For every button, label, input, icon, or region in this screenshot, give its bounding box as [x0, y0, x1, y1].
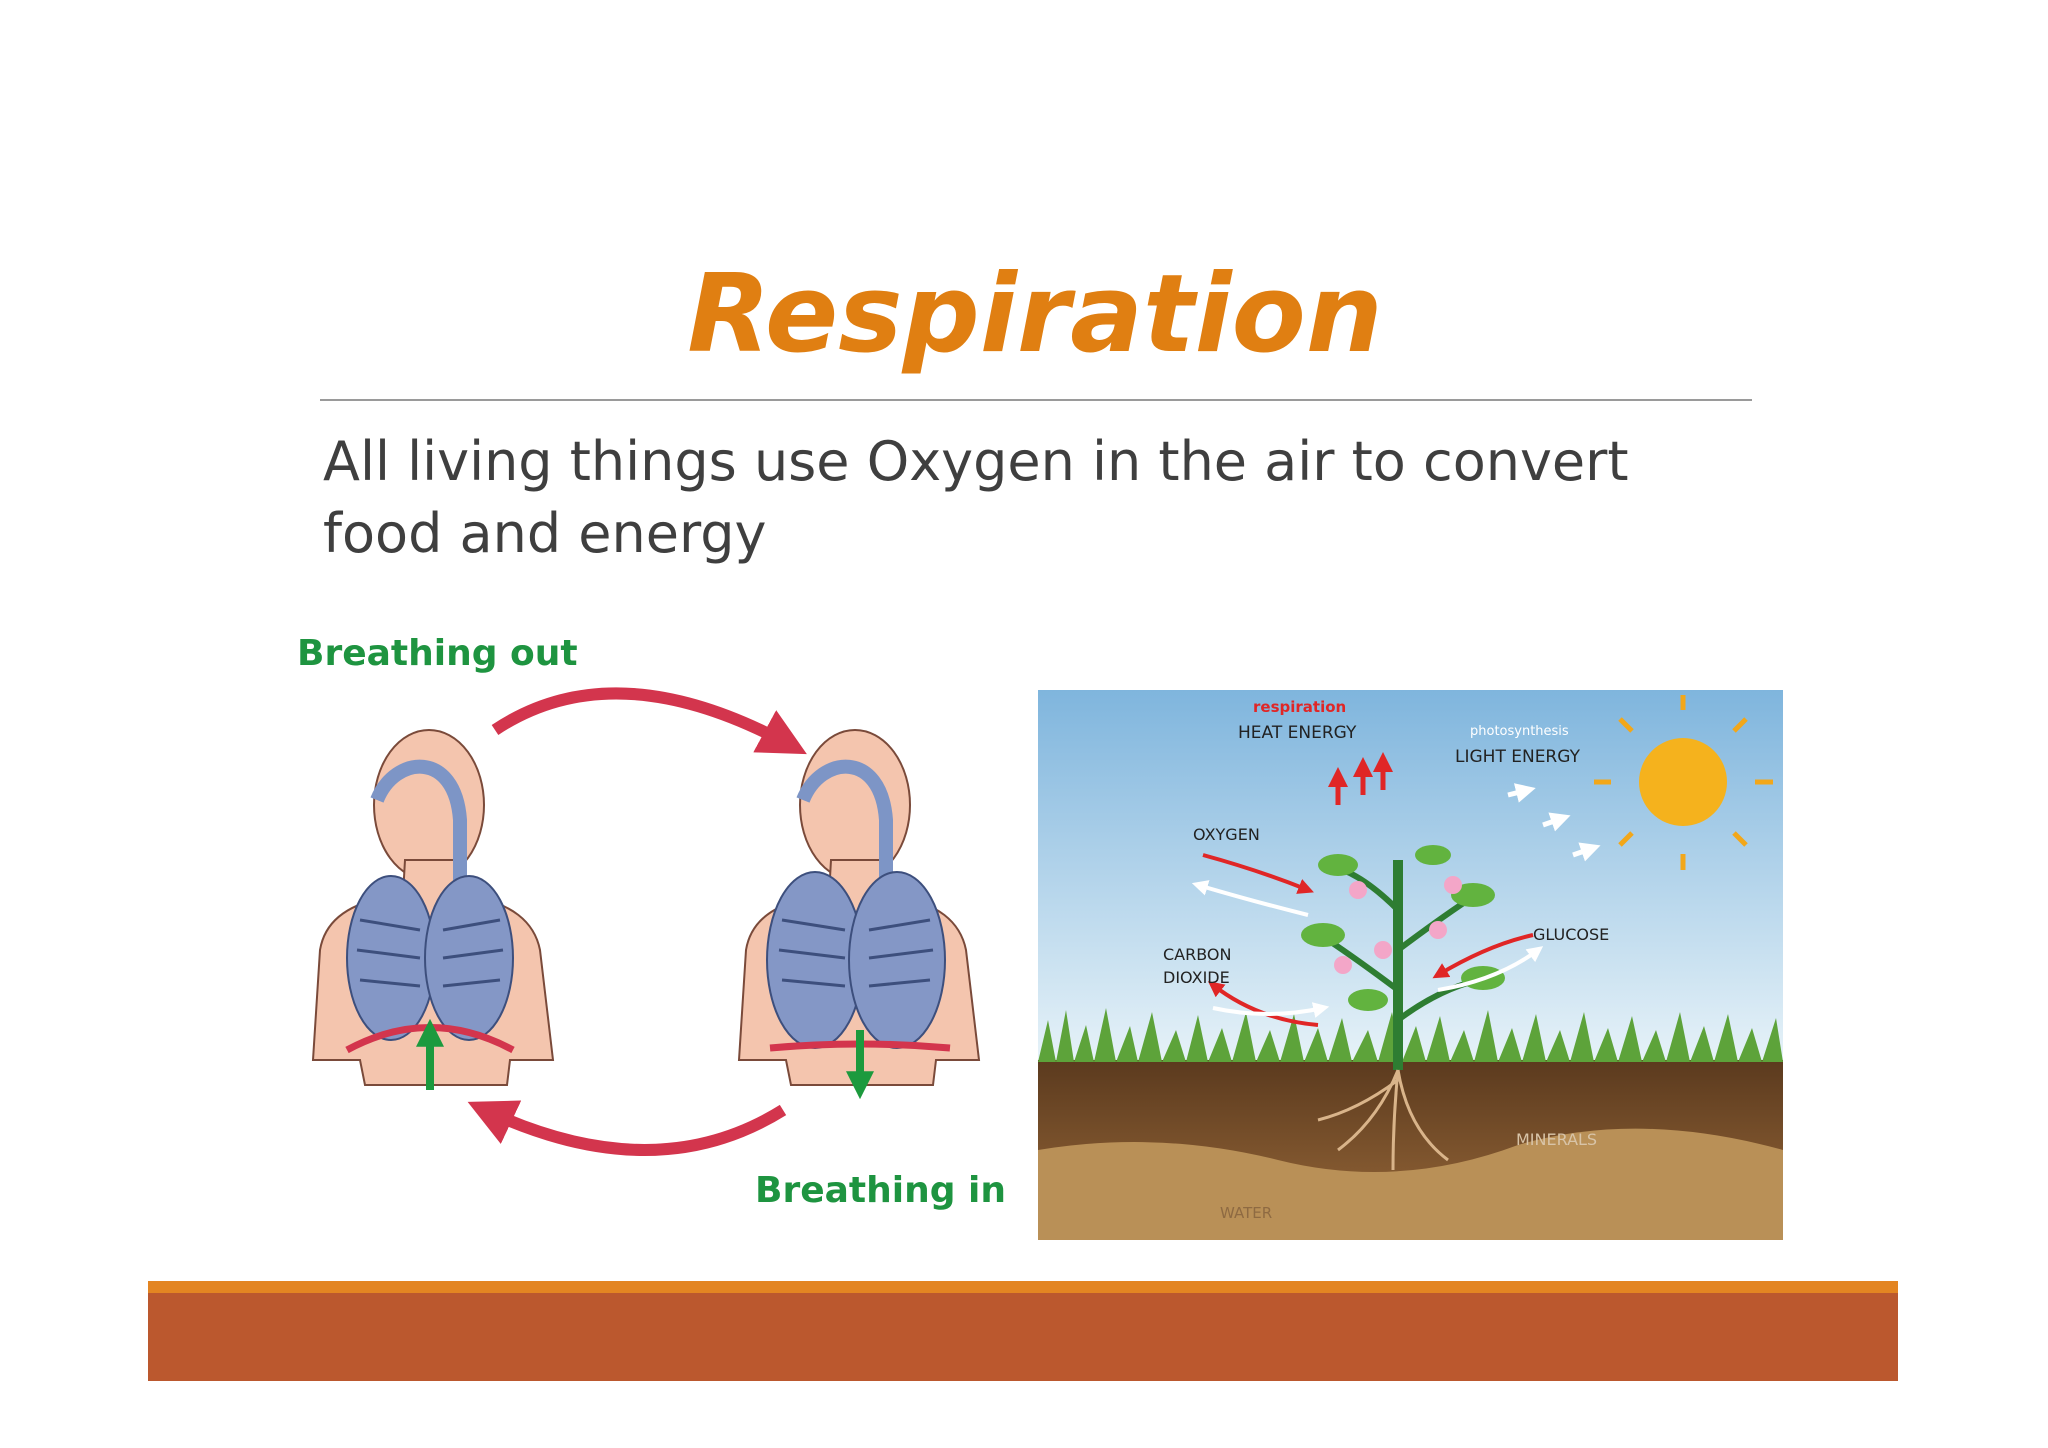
slide-title: Respiration: [687, 252, 1383, 377]
grass: [1038, 1008, 1783, 1062]
breathing-in-label: Breathing in: [755, 1170, 1005, 1211]
label-water: WATER: [1220, 1204, 1272, 1222]
slide-body-text: All living things use Oxygen in the air …: [323, 430, 1629, 565]
torso-breathing-out: [311, 729, 555, 1090]
title-divider: [320, 399, 1752, 401]
label-glucose: GLUCOSE: [1533, 925, 1609, 944]
label-carbon: CARBON: [1163, 945, 1232, 964]
torso-breathing-in: [737, 729, 981, 1100]
cycle-arrow-top: [491, 687, 807, 755]
subsoil-layer: [1038, 1128, 1783, 1240]
label-respiration: respiration: [1253, 698, 1346, 716]
plant-icon: [1301, 845, 1505, 1171]
gas-arrows: [1191, 752, 1601, 1027]
cycle-arrow-bottom: [467, 1100, 787, 1156]
label-dioxide: DIOXIDE: [1163, 968, 1230, 987]
sun-icon: [1594, 695, 1773, 870]
breathing-out-label: Breathing out: [297, 633, 578, 674]
plant-diagram: respiration HEAT ENERGY photosynthesis L…: [1038, 690, 1783, 1240]
footer-bar: [148, 1293, 1898, 1381]
label-minerals: MINERALS: [1516, 1130, 1597, 1149]
footer-accent-line: [148, 1281, 1898, 1293]
label-light-energy: LIGHT ENERGY: [1455, 747, 1581, 767]
label-photosynthesis: photosynthesis: [1470, 724, 1569, 739]
label-oxygen: OXYGEN: [1193, 825, 1260, 844]
breathing-diagram: Breathing out Breathing in: [297, 633, 1005, 1211]
label-heat-energy: HEAT ENERGY: [1238, 723, 1357, 743]
